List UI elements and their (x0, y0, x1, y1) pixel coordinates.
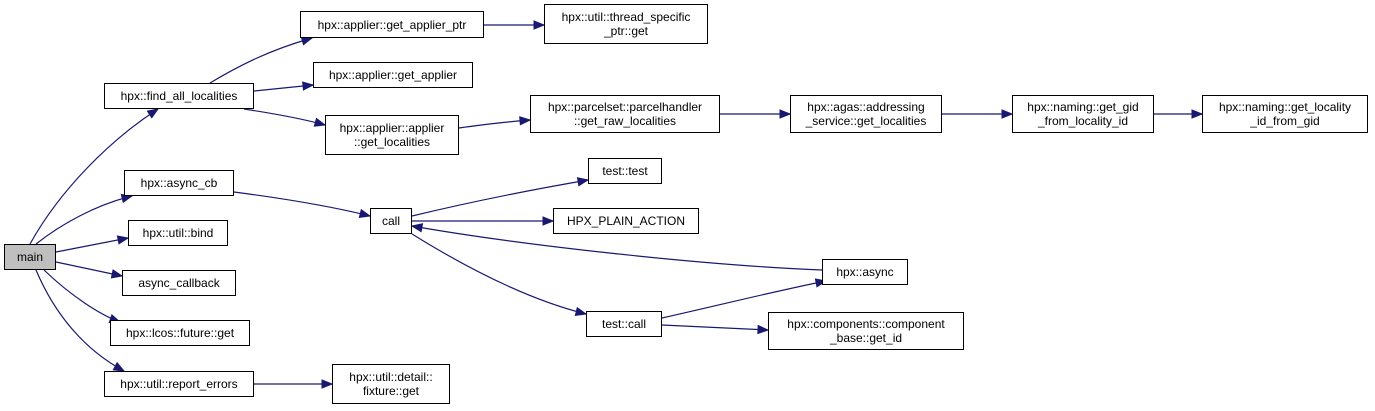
arrowhead-test_call-to-component_base (757, 324, 770, 335)
arrowhead-call-to-test_test (576, 177, 590, 187)
node-call[interactable]: call (370, 208, 412, 234)
node-util-bind[interactable]: hpx::util::bind (128, 220, 228, 246)
node-async-cb[interactable]: hpx::async_cb (124, 170, 234, 196)
edge-find_all-to-get_applier_ptr (209, 37, 313, 84)
edge-test_call-to-component_base (661, 324, 769, 331)
node-parcelhandler-get-raw-localities[interactable]: hpx::parcelset::parcelhandler ::get_raw_… (530, 95, 720, 133)
node-main[interactable]: main (4, 244, 56, 270)
edge-main-to-bind (55, 237, 129, 253)
edge-find_all-to-applier_get_localities (243, 108, 326, 126)
arrowhead-async_cb-to-call (358, 208, 372, 219)
node-get-applier[interactable]: hpx::applier::get_applier (313, 62, 473, 88)
node-component-base-get-id[interactable]: hpx::components::component _base::get_id (768, 312, 964, 350)
edge-main-to-find_all (29, 108, 159, 245)
arrowhead-report_errors-to-fixture_get (321, 379, 334, 389)
edge-applier_get_localities-to-parcelhandler (458, 119, 531, 129)
arrowhead-main-to-report_errors (112, 361, 126, 372)
arrowhead-get_applier_ptr-to-thread_specific (533, 20, 546, 30)
edge-test_call-to-hpx_async (661, 280, 827, 319)
node-report-errors[interactable]: hpx::util::report_errors (104, 371, 254, 397)
arrowhead-hpx_async-to-call (410, 223, 424, 233)
arrowhead-applier_get_localities-to-parcelhandler (519, 116, 532, 126)
node-get-gid-from-locality-id[interactable]: hpx::naming::get_gid _from_locality_id (1012, 95, 1154, 133)
arrowhead-find_all-to-get_applier_ptr (300, 36, 314, 46)
arrowhead-call-to-plain_action (542, 216, 555, 226)
node-async-callback[interactable]: async_callback (122, 270, 236, 296)
edge-hpx_async-to-call (411, 225, 823, 271)
node-get-applier-ptr[interactable]: hpx::applier::get_applier_ptr (300, 11, 484, 38)
arrowhead-find_all-to-get_applier (302, 81, 315, 91)
edge-call-to-test_call (411, 233, 587, 315)
node-thread-specific-ptr-get[interactable]: hpx::util::thread_specific _ptr::get (544, 4, 708, 44)
node-hpx-async[interactable]: hpx::async (822, 259, 908, 285)
edge-call-to-test_test (411, 179, 589, 217)
arrowhead-main-to-async_callback (110, 269, 124, 279)
node-fixture-get[interactable]: hpx::util::detail:: fixture::get (332, 364, 450, 404)
arrowhead-main-to-bind (116, 235, 130, 245)
edge-main-to-async_callback (55, 261, 123, 277)
edge-async_cb-to-call (233, 191, 371, 217)
node-addressing-service-get-localities[interactable]: hpx::agas::addressing _service::get_loca… (790, 95, 942, 133)
node-test-call[interactable]: test::call (586, 311, 662, 337)
node-find-all-localities[interactable]: hpx::find_all_localities (104, 83, 254, 109)
arrowhead-addressing-to-get_gid (1001, 109, 1014, 119)
node-hpx-plain-action[interactable]: HPX_PLAIN_ACTION (553, 208, 699, 234)
arrowhead-parcelhandler-to-addressing (779, 109, 792, 119)
arrowhead-call-to-test_call (574, 306, 588, 317)
node-future-get[interactable]: hpx::lcos::future::get (110, 320, 250, 346)
edge-main-to-async_cb (35, 195, 133, 245)
node-test-test[interactable]: test::test (588, 158, 662, 184)
arrowhead-find_all-to-applier_get_localities (313, 117, 327, 127)
edge-main-to-future_get (43, 269, 121, 323)
node-applier-get-localities[interactable]: hpx::applier::applier ::get_localities (325, 115, 459, 155)
arrowhead-get_gid-to-get_locality_id (1191, 109, 1204, 119)
arrowhead-main-to-find_all (146, 108, 160, 119)
edge-main-to-report_errors (35, 269, 125, 372)
node-get-locality-id-from-gid[interactable]: hpx::naming::get_locality _id_from_gid (1202, 95, 1368, 133)
